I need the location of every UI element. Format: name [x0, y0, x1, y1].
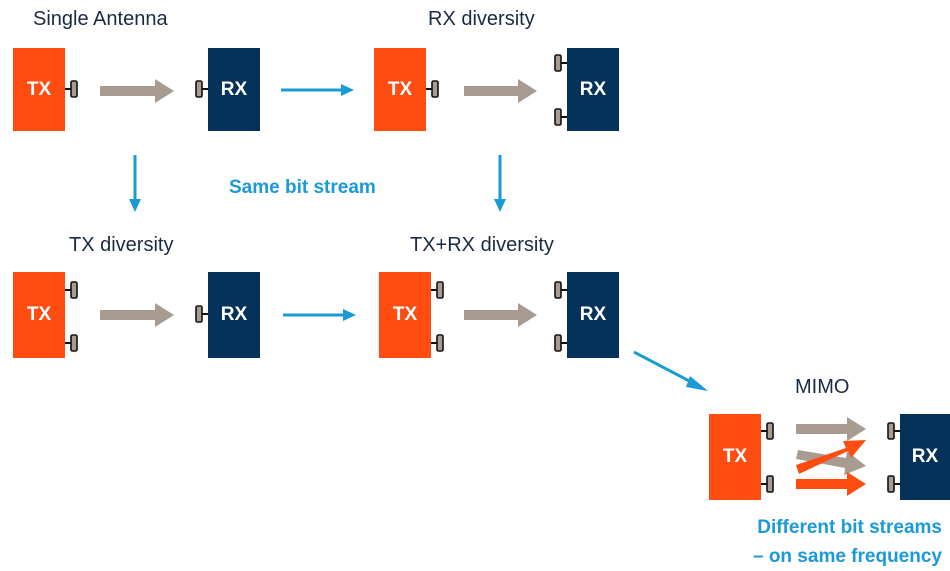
tx-box-txrx-diversity: TX [379, 272, 431, 358]
rx-box-mimo: RX [900, 414, 950, 500]
title-rx-diversity: RX diversity [428, 8, 535, 30]
antenna-icon [64, 80, 78, 98]
title-single-antenna: Single Antenna [33, 8, 168, 30]
signal-arrow-rx-diversity [464, 79, 537, 103]
antenna-icon [760, 422, 774, 440]
tx-box-rx-diversity: TX [374, 48, 426, 131]
flow-arrows [129, 84, 708, 391]
antenna-icon [430, 334, 444, 352]
antenna-icon [64, 334, 78, 352]
antenna-icon [887, 475, 901, 493]
rx-box-single: RX [208, 48, 260, 131]
mimo-orange-arrows [796, 440, 866, 496]
note-different-line-2: – on same frequency [752, 546, 942, 567]
note-different-line-1: Different bit streams [757, 517, 942, 538]
antenna-icon [887, 422, 901, 440]
title-tx-diversity: TX diversity [69, 234, 174, 256]
mimo-signal-arrow-diagonal-gray [796, 450, 866, 475]
antenna-icon [64, 281, 78, 299]
antenna-icon [425, 80, 439, 98]
mimo-signal-arrow-top [796, 417, 866, 441]
tx-box-single: TX [13, 48, 65, 131]
mimo-signal-arrow-bottom [796, 472, 866, 496]
signal-arrow-txrx-diversity [464, 303, 537, 327]
title-mimo: MIMO [795, 376, 850, 398]
antenna-icon [554, 108, 568, 126]
note-different-bit-streams: Different bit streams – on same frequenc… [753, 513, 942, 571]
antenna-icon [195, 80, 209, 98]
tx-box-mimo: TX [709, 414, 761, 500]
rx-box-tx-diversity: RX [208, 272, 260, 358]
tx-box-tx-diversity: TX [13, 272, 65, 358]
antenna-icon [430, 281, 444, 299]
mimo-signal-arrow-diagonal-orange [796, 440, 866, 474]
flow-arrow-txrx-to-mimo [633, 350, 696, 386]
signal-arrows [100, 79, 866, 475]
rx-box-txrx-diversity: RX [567, 272, 619, 358]
rx-box-rx-diversity: RX [567, 48, 619, 131]
antenna-icon [554, 54, 568, 72]
title-txrx-diversity: TX+RX diversity [410, 234, 554, 256]
signal-arrow-tx-diversity [100, 303, 174, 327]
antenna-icon [760, 475, 774, 493]
note-same-bit-stream: Same bit stream [229, 177, 376, 198]
antenna-icon [554, 334, 568, 352]
signal-arrow-single [100, 79, 174, 103]
antenna-icon [195, 305, 209, 323]
antenna-icon [554, 281, 568, 299]
